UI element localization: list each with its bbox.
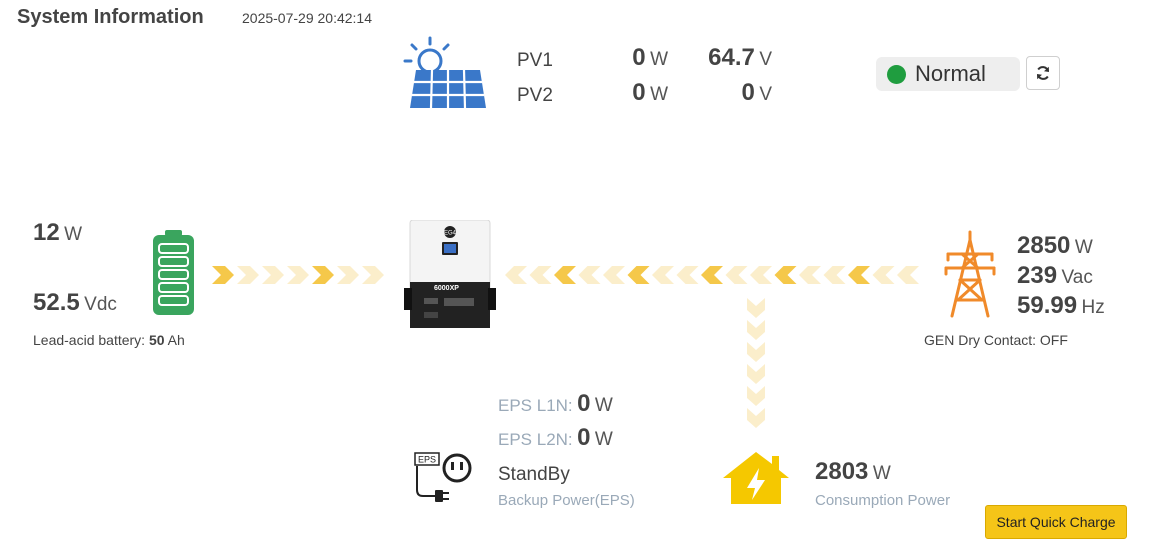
flow-chevron	[774, 266, 797, 284]
eps-l1n: EPS L1N: 0 W	[498, 390, 613, 417]
flow-chevron	[287, 266, 309, 284]
pv1-power: 0 W	[632, 44, 668, 71]
flow-chevron	[362, 266, 384, 284]
power-tower-icon	[944, 230, 996, 318]
refresh-button[interactable]	[1026, 56, 1060, 90]
battery-flow-arrows	[212, 266, 384, 284]
flow-chevron	[747, 320, 765, 340]
battery-power: 12 W	[33, 219, 83, 246]
flow-chevron	[337, 266, 359, 284]
flow-chevron	[652, 266, 674, 284]
eps-caption: Backup Power(EPS)	[498, 492, 635, 509]
flow-chevron	[529, 266, 552, 284]
pv2-label: PV2	[517, 85, 553, 106]
flow-chevron	[747, 342, 765, 362]
home-lightning-icon	[723, 452, 789, 504]
status-badge: Normal	[876, 57, 1020, 91]
flow-chevron	[747, 364, 765, 384]
flow-chevron	[799, 266, 821, 284]
solar-panel-icon	[403, 36, 486, 109]
pv2-power: 0 W	[632, 79, 668, 106]
start-quick-charge-button[interactable]: Start Quick Charge	[985, 505, 1127, 539]
status-text: Normal	[915, 61, 986, 86]
flow-chevron	[627, 266, 650, 284]
flow-chevron	[823, 266, 846, 284]
flow-chevron	[262, 266, 284, 284]
eps-l2n: EPS L2N: 0 W	[498, 424, 613, 451]
flow-chevron	[676, 266, 699, 284]
inverter-icon: EG4 6000XP	[404, 220, 496, 328]
svg-text:EPS: EPS	[418, 455, 436, 465]
eps-state: StandBy	[498, 464, 570, 485]
timestamp: 2025-07-29 20:42:14	[242, 10, 372, 26]
consumption-power: 2803 W	[815, 458, 891, 485]
grid-voltage: 239 Vac	[1017, 262, 1093, 289]
eps-plug-icon: EPS	[414, 452, 472, 502]
refresh-icon	[1037, 66, 1049, 80]
pv1-label: PV1	[517, 50, 553, 71]
flow-chevron	[897, 266, 919, 284]
status-indicator-dot	[887, 64, 906, 84]
gen-dry-contact: GEN Dry Contact: OFF	[924, 332, 1068, 348]
svg-text:6000XP: 6000XP	[434, 285, 459, 292]
battery-capacity: Lead-acid battery: 50 Ah	[33, 332, 185, 348]
page-title: System Information	[17, 6, 204, 28]
load-flow-arrows	[747, 298, 765, 428]
flow-chevron	[872, 266, 895, 284]
battery-icon	[153, 230, 194, 315]
consumption-caption: Consumption Power	[815, 492, 951, 509]
svg-text:EG4: EG4	[444, 231, 457, 237]
flow-chevron	[505, 266, 527, 284]
flow-chevron	[212, 266, 234, 284]
flow-chevron	[578, 266, 601, 284]
flow-chevron	[237, 266, 259, 284]
flow-chevron	[747, 386, 765, 406]
flow-chevron	[848, 266, 870, 284]
flow-chevron	[701, 266, 723, 284]
battery-voltage: 52.5 Vdc	[33, 289, 117, 316]
pv2-voltage: 0 V	[741, 79, 773, 106]
flow-chevron	[603, 266, 625, 284]
flow-chevron	[747, 408, 765, 428]
pv1-voltage: 64.7 V	[708, 44, 772, 71]
flow-chevron	[554, 266, 576, 284]
grid-power: 2850 W	[1017, 232, 1093, 259]
flow-chevron	[750, 266, 772, 284]
flow-chevron	[725, 266, 748, 284]
flow-chevron	[312, 266, 334, 284]
flow-chevron	[747, 298, 765, 318]
grid-frequency: 59.99 Hz	[1017, 292, 1105, 319]
grid-flow-arrows	[505, 266, 919, 284]
